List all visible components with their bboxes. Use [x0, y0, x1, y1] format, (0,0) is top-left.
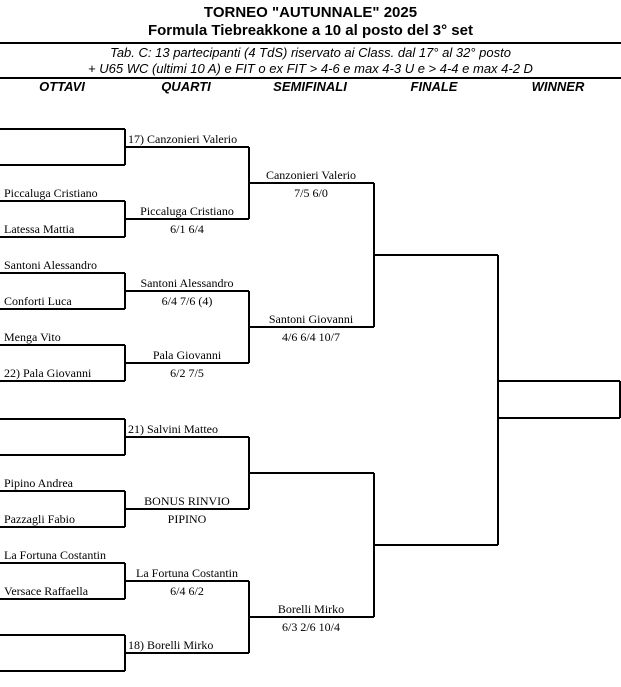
column-header-ottavi: OTTAVI	[39, 79, 85, 94]
ottavi-player: La Fortuna Costantin	[4, 548, 106, 562]
column-header-quarti: QUARTI	[161, 79, 211, 94]
quarti-player: La Fortuna Costantin	[136, 566, 238, 580]
ottavi-player: Pazzagli Fabio	[4, 512, 75, 526]
ottavi-player: 22) Pala Giovanni	[4, 366, 92, 380]
ottavi-player: Menga Vito	[4, 330, 61, 344]
quarti-score: 6/4 7/6 (4)	[161, 294, 213, 308]
quarti-player: 18) Borelli Mirko	[128, 638, 214, 652]
info-line-1: Tab. C: 13 partecipanti (4 TdS) riservat…	[110, 45, 511, 60]
semifinali-player: Borelli Mirko	[277, 602, 345, 616]
ottavi-player: Santoni Alessandro	[4, 258, 97, 272]
divider	[0, 77, 621, 79]
quarti-player: Santoni Alessandro	[140, 276, 234, 290]
ottavi-player: Versace Raffaella	[4, 584, 89, 598]
info-line-2: + U65 WC (ultimi 10 A) e FIT o ex FIT > …	[88, 61, 533, 76]
quarti-score: 6/2 7/5	[170, 366, 204, 380]
quarti-player: Piccaluga Cristiano	[140, 204, 234, 218]
semifinali-score: 4/6 6/4 10/7	[281, 330, 340, 344]
quarti-player: Pala Giovanni	[152, 348, 222, 362]
column-header-finale: FINALE	[410, 79, 458, 94]
semifinali-score: 7/5 6/0	[294, 186, 328, 200]
column-header-semifinali: SEMIFINALI	[273, 79, 347, 94]
quarti-player: 21) Salvini Matteo	[128, 422, 218, 436]
semifinali-player: Canzonieri Valerio	[265, 168, 357, 182]
tournament-subtitle: Formula Tiebreakkone a 10 al posto del 3…	[147, 22, 473, 39]
divider	[0, 42, 621, 44]
quarti-player: 17) Canzonieri Valerio	[128, 132, 238, 146]
quarti-score: 6/4 6/2	[170, 584, 204, 598]
column-header-winner: WINNER	[531, 79, 585, 94]
semifinali-player: Santoni Giovanni	[268, 312, 354, 326]
quarti-player: BONUS RINVIO	[144, 494, 230, 508]
semifinali-score: 6/3 2/6 10/4	[281, 620, 340, 634]
ottavi-player: Latessa Mattia	[4, 222, 75, 236]
quarti-score: 6/1 6/4	[170, 222, 204, 236]
quarti-score: PIPINO	[167, 512, 207, 526]
ottavi-player: Pipino Andrea	[4, 476, 73, 490]
ottavi-player: Conforti Luca	[4, 294, 72, 308]
tournament-title: TORNEO "AUTUNNALE" 2025	[203, 4, 418, 21]
ottavi-player: Piccaluga Cristiano	[4, 186, 98, 200]
